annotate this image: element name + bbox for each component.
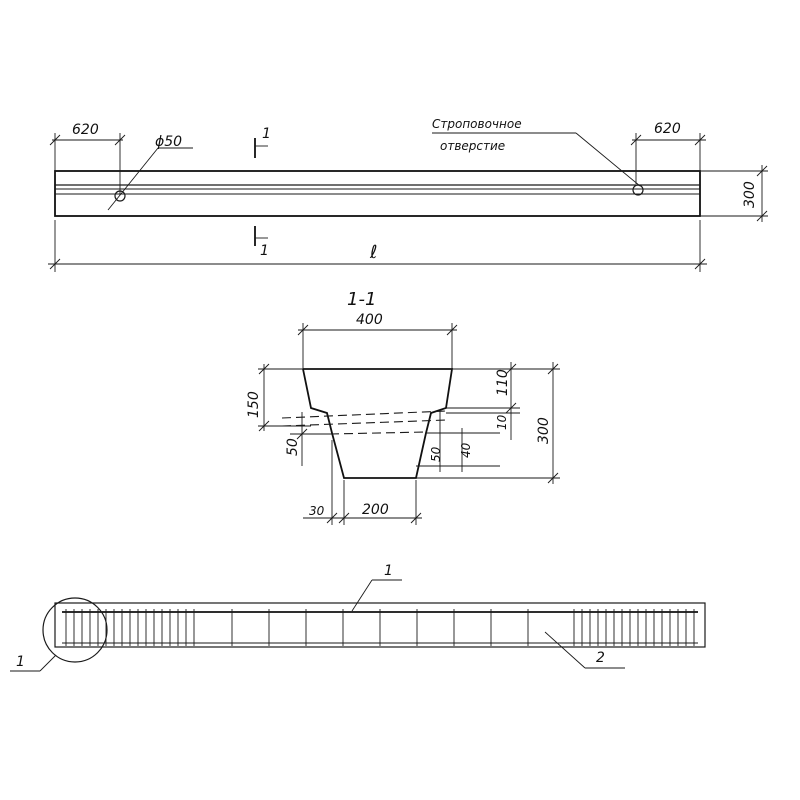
reinforcement-view: 1 1 2: [10, 563, 706, 672]
dim-length: ℓ: [369, 242, 377, 263]
hole-leader: [107, 147, 159, 211]
label-rebar-1: 1: [384, 563, 393, 579]
svg-text:1: 1: [262, 126, 271, 142]
dim-recess: 50: [285, 438, 301, 456]
section-dash-1: [281, 410, 447, 419]
dim-height: 300: [742, 181, 758, 208]
label-detail-1: 1: [16, 654, 25, 670]
dim-left-end: 620: [72, 122, 99, 138]
svg-text:1: 1: [260, 243, 269, 259]
dim-50-right: 50: [429, 446, 443, 462]
label-rebar-2: 2: [596, 650, 605, 666]
dim-10: 10: [495, 414, 509, 430]
lifting-hole-right: [632, 184, 644, 196]
stirrups-group: [65, 609, 695, 646]
dim-right-end: 620: [654, 121, 681, 137]
lifting-hole-note-2: отверстие: [440, 139, 505, 153]
dim-total-height: 300: [536, 417, 552, 444]
dim-40: 40: [459, 442, 473, 458]
detail-circle: [42, 597, 108, 663]
section-dash-2: [281, 419, 447, 427]
note-leader: [575, 132, 641, 187]
section-dash-3: [329, 431, 427, 435]
dim-top-width: 400: [356, 312, 383, 328]
reinforcement-outline: [54, 602, 706, 648]
dim-flange-height: 150: [246, 391, 262, 418]
beam-outline: [54, 170, 701, 217]
dim-110: 110: [495, 369, 511, 396]
hole-diameter-label: ϕ50: [155, 134, 182, 150]
section-title: 1-1: [347, 289, 376, 310]
dim-bottom-width: 200: [362, 502, 389, 518]
lifting-hole-note: Строповочное: [432, 117, 522, 131]
beam-elevation: 620 ϕ50 1 1 Строповочное отверстие 620 3…: [48, 117, 768, 272]
dim-offset-30: 30: [309, 504, 325, 518]
cross-section-1-1: 1-1 400 150 50 110 10: [246, 289, 560, 525]
